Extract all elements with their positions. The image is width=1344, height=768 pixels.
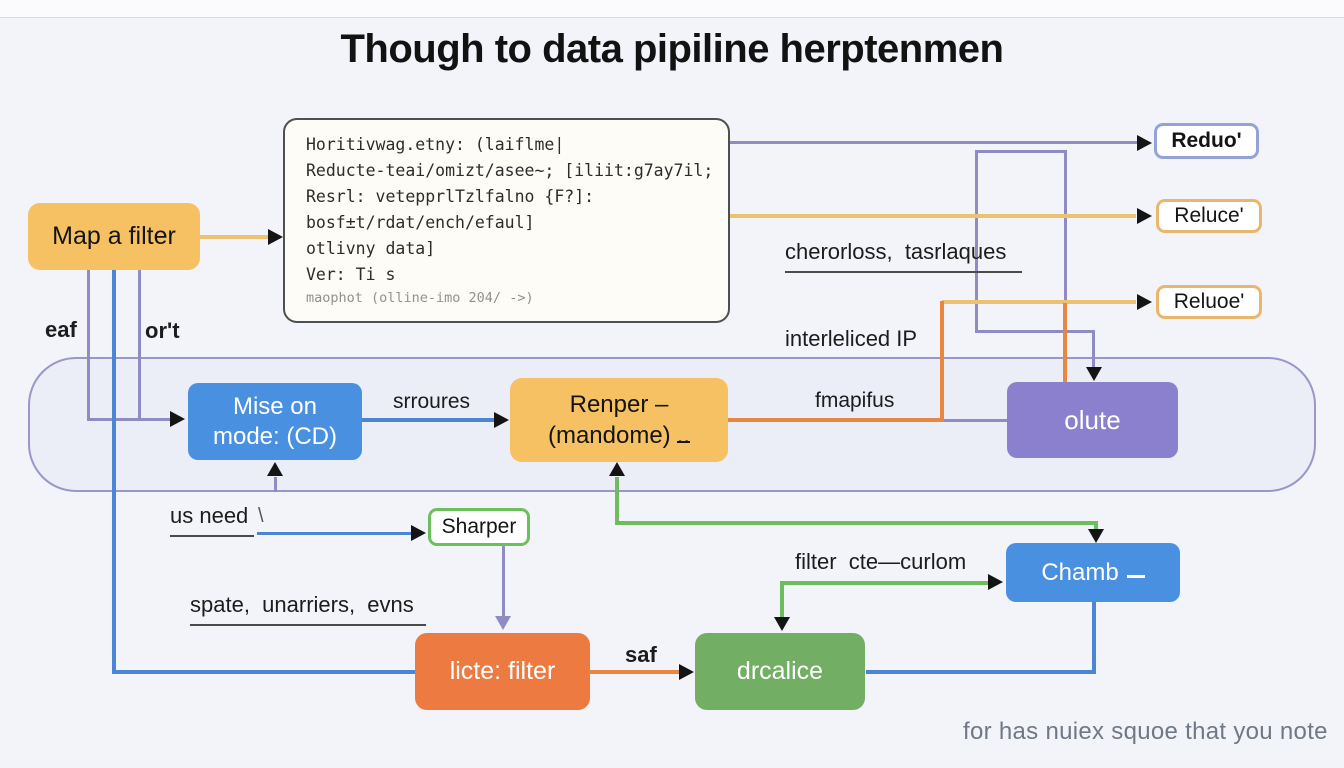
edge-licte-to-drcalice bbox=[590, 670, 682, 674]
arrow-into-licte-top-icon bbox=[495, 616, 511, 630]
label-ort: or't bbox=[145, 318, 180, 343]
edge-loop-bottom bbox=[975, 330, 1095, 333]
arrow-into-reluce-icon bbox=[1137, 208, 1152, 224]
code-line: Ver: Ti s bbox=[306, 265, 396, 284]
node-label: Reduo' bbox=[1171, 129, 1242, 152]
node-label-line1: Renper – bbox=[569, 391, 669, 418]
code-line: Resrl: vetepprlTzlfalno {F?]: bbox=[306, 187, 595, 206]
arrow-into-olute-top-icon bbox=[1086, 367, 1102, 381]
edge-blue-to-licte bbox=[112, 670, 415, 674]
label-eaf: eaf bbox=[45, 317, 77, 342]
arrow-into-mise-bottom-icon bbox=[267, 462, 283, 476]
edge-into-olute-left bbox=[942, 419, 1007, 422]
code-line: Horitivwag.etny: (laiflme| bbox=[306, 135, 565, 154]
edge-stub-into-mise-bottom bbox=[274, 477, 277, 492]
node-label: Reluce' bbox=[1174, 204, 1244, 227]
node-label-line2: mode: (CD) bbox=[212, 422, 338, 450]
edge-mise-to-renper bbox=[362, 418, 494, 422]
edge-chamb-down bbox=[1092, 602, 1096, 672]
edge-green-into-drcalice bbox=[780, 581, 784, 618]
arrow-into-reluoe-icon bbox=[1137, 294, 1152, 310]
chamb-dash bbox=[1126, 567, 1145, 578]
edge-green-into-chamb-left bbox=[780, 581, 988, 585]
edge-to-reluoe bbox=[942, 300, 1136, 304]
code-line: Reducte-teai/omizt/asee~; [iliit:g7ay7il… bbox=[306, 161, 714, 180]
arrow-into-mise-left-icon bbox=[170, 411, 185, 427]
arrow-into-drcalice-top-icon bbox=[774, 617, 790, 631]
edge-loop-to-olute bbox=[1092, 330, 1095, 368]
node-drcalice: drcalice bbox=[695, 633, 865, 710]
node-label-line2: (mandome).. bbox=[547, 422, 691, 449]
node-label: Map a filter bbox=[52, 222, 176, 250]
edge-chamb-to-drcalice bbox=[866, 670, 1096, 674]
node-map-a-filter: Map a filter bbox=[28, 203, 200, 270]
code-block: Horitivwag.etny: (laiflme| Reducte-teai/… bbox=[283, 118, 730, 323]
diagram-title: Though to data pipiline herptenmen bbox=[340, 27, 1004, 71]
node-sharper: Sharper bbox=[428, 508, 530, 546]
node-label-line1: Mise on bbox=[232, 392, 318, 420]
node-reluce: Reluce' bbox=[1156, 199, 1262, 233]
edge-loop-top bbox=[975, 150, 1067, 153]
label-filter-cte-curlom: filter cte—curlom bbox=[795, 549, 967, 574]
edge-map-down-2 bbox=[112, 270, 116, 672]
footer-note: for has nuiex squoe that you note bbox=[963, 718, 1328, 745]
code-footnote: maophot (olline-imo 204/ ->) bbox=[306, 290, 534, 306]
node-label: Reluoe' bbox=[1173, 290, 1245, 313]
edge-loop-right bbox=[1064, 150, 1067, 304]
node-reluoe: Reluoe' bbox=[1156, 285, 1262, 319]
node-label: licte: filter bbox=[449, 657, 556, 685]
node-renper: Renper – (mandome).. bbox=[510, 378, 728, 462]
edge-into-mise-left bbox=[87, 418, 171, 421]
edge-code-to-reluce bbox=[730, 214, 1136, 218]
arrow-into-chamb-top-icon bbox=[1088, 529, 1104, 543]
edge-map-down-3 bbox=[138, 270, 141, 421]
label-srroures: srroures bbox=[393, 390, 471, 413]
stray-mark: \ bbox=[258, 505, 264, 527]
node-label: Chamb bbox=[1041, 558, 1119, 586]
node-chamb: Chamb bbox=[1006, 543, 1180, 602]
edge-orange-into-olute bbox=[1063, 303, 1067, 382]
edge-map-down-1 bbox=[87, 270, 90, 421]
edge-sharper-to-licte bbox=[502, 546, 505, 617]
label-saf: saf bbox=[625, 642, 657, 667]
arrow-into-chamb-left-icon bbox=[988, 574, 1003, 590]
label-interleliced-ip: interleliced IP bbox=[785, 326, 918, 351]
label-cherorloss: cherorloss, tasrlaques bbox=[785, 239, 1023, 273]
node-label: olute bbox=[1064, 404, 1121, 435]
edge-map-to-code bbox=[200, 235, 268, 239]
arrow-into-renper-bottom-icon bbox=[609, 462, 625, 476]
node-label: drcalice bbox=[736, 657, 824, 685]
edge-green-up-renper bbox=[615, 477, 619, 525]
node-olute: olute bbox=[1007, 382, 1178, 458]
top-edge-band bbox=[0, 0, 1344, 18]
label-spate-unarriers-evns: spate, unarriers, evns bbox=[190, 592, 426, 626]
renper-dots: .. bbox=[676, 422, 691, 449]
label-fmapifus: fmapifus bbox=[815, 389, 895, 412]
node-label: Sharper bbox=[441, 515, 517, 538]
code-line: bosf±t/rdat/ench/efaul] bbox=[306, 213, 535, 232]
edge-renper-up bbox=[940, 301, 944, 421]
arrow-into-sharper-icon bbox=[411, 525, 426, 541]
edge-renper-right bbox=[728, 418, 943, 422]
arrow-into-drcalice-left-icon bbox=[679, 664, 694, 680]
node-licte-filter: licte: filter bbox=[415, 633, 590, 710]
label-us-need: us need bbox=[170, 503, 255, 537]
arrow-into-reduo-icon bbox=[1137, 135, 1152, 151]
edge-green-across bbox=[615, 521, 1097, 525]
edge-code-to-reduo bbox=[730, 141, 1138, 144]
edge-usneed-to-sharper bbox=[257, 532, 412, 535]
edge-green-into-chamb-top bbox=[1094, 521, 1098, 530]
node-reduo: Reduo' bbox=[1154, 123, 1259, 159]
edge-loop-left bbox=[975, 150, 978, 332]
arrow-into-renper-left-icon bbox=[494, 412, 509, 428]
arrow-into-code-icon bbox=[268, 229, 283, 245]
node-mise-on-mode: Mise on mode: (CD) bbox=[188, 383, 362, 460]
code-line: otlivny data] bbox=[306, 239, 436, 258]
